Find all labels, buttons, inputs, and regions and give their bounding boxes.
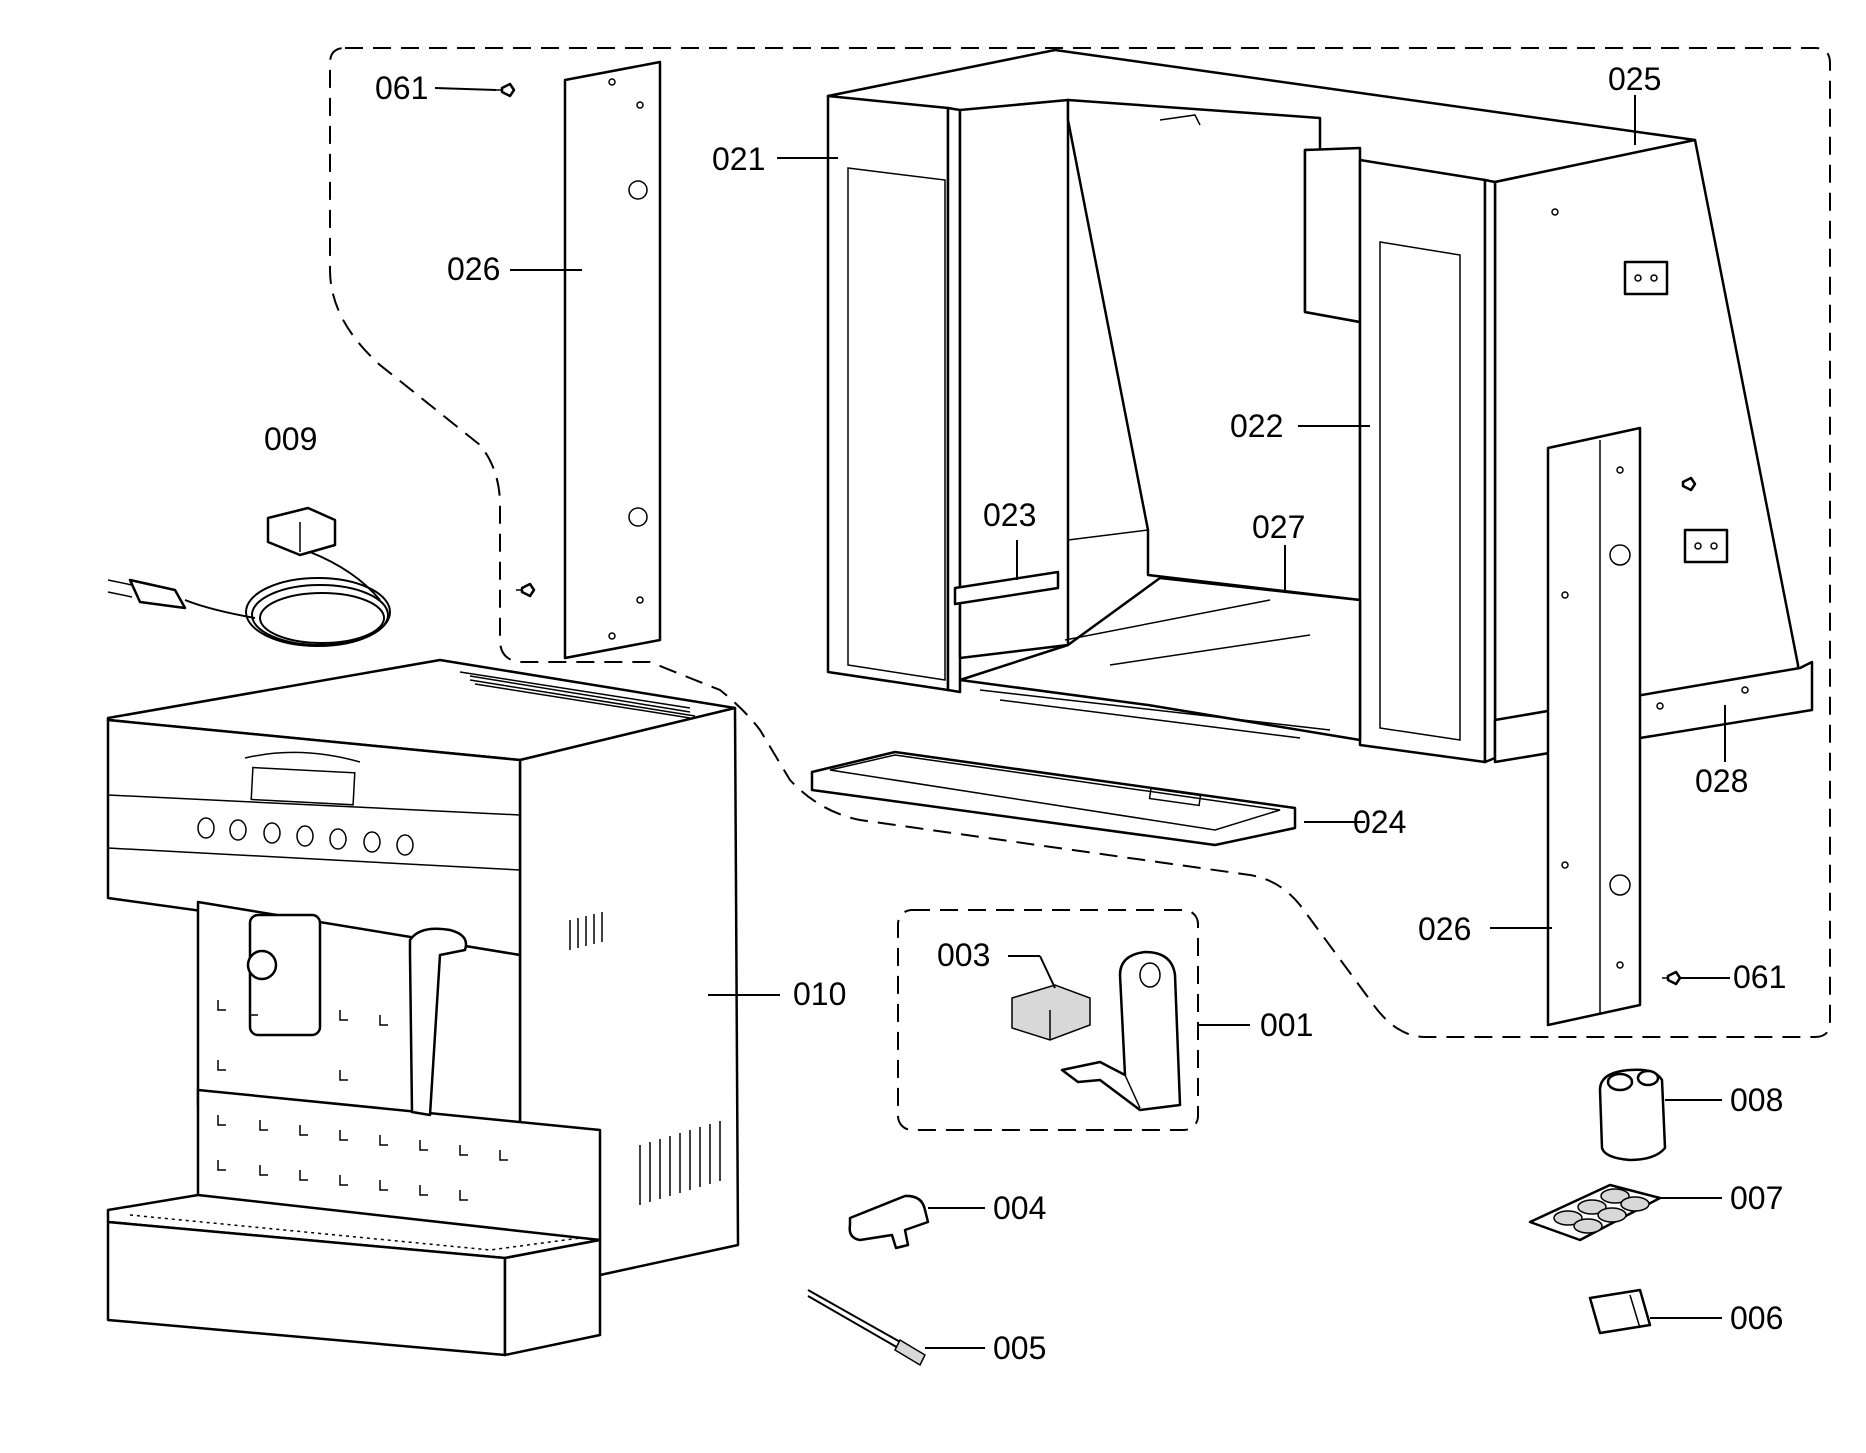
key-004 — [848, 1194, 930, 1250]
callout-024: 024 — [1353, 804, 1406, 840]
callout-005: 005 — [993, 1330, 1046, 1366]
callout-061-top: 061 — [375, 70, 428, 106]
felt-pads-007 — [1528, 1183, 1662, 1242]
callout-026-right: 026 — [1418, 911, 1471, 947]
callout-007: 007 — [1730, 1180, 1783, 1216]
screw-061-bottom — [1662, 970, 1682, 986]
callout-026-left: 026 — [447, 251, 500, 287]
callout-025: 025 — [1608, 61, 1661, 97]
callout-010: 010 — [793, 976, 846, 1012]
callout-004: 004 — [993, 1190, 1046, 1226]
callout-008: 008 — [1730, 1082, 1783, 1118]
brush-005 — [807, 1289, 926, 1367]
callout-009: 009 — [264, 421, 317, 457]
housing-assembly-dashed-outline — [329, 47, 1831, 1038]
sponge-003 — [1011, 984, 1091, 1041]
callout-001: 001 — [1260, 1007, 1313, 1043]
housing-cabinet — [826, 48, 1814, 764]
kit-001-dashed-outline — [897, 909, 1199, 1131]
callout-023: 023 — [983, 497, 1036, 533]
side-panel-026-left — [563, 60, 662, 660]
callout-028: 028 — [1695, 763, 1748, 799]
drip-tray-024 — [810, 750, 1297, 847]
callout-022: 022 — [1230, 408, 1283, 444]
holder-kit-001 — [1060, 950, 1182, 1112]
callout-027: 027 — [1252, 509, 1305, 545]
coffee-machine-010 — [106, 658, 740, 1357]
screw-left-panel — [516, 582, 536, 598]
leader-lines — [434, 87, 1730, 1349]
test-strip-006 — [1588, 1288, 1652, 1335]
side-panel-026-right — [1546, 426, 1642, 1027]
water-filter-008 — [1598, 1068, 1667, 1162]
power-cord-009 — [107, 506, 391, 647]
screw-061-top — [496, 82, 516, 98]
callout-061-bottom: 061 — [1733, 959, 1786, 995]
callout-006: 006 — [1730, 1300, 1783, 1336]
callout-021: 021 — [712, 141, 765, 177]
callout-003: 003 — [937, 937, 990, 973]
